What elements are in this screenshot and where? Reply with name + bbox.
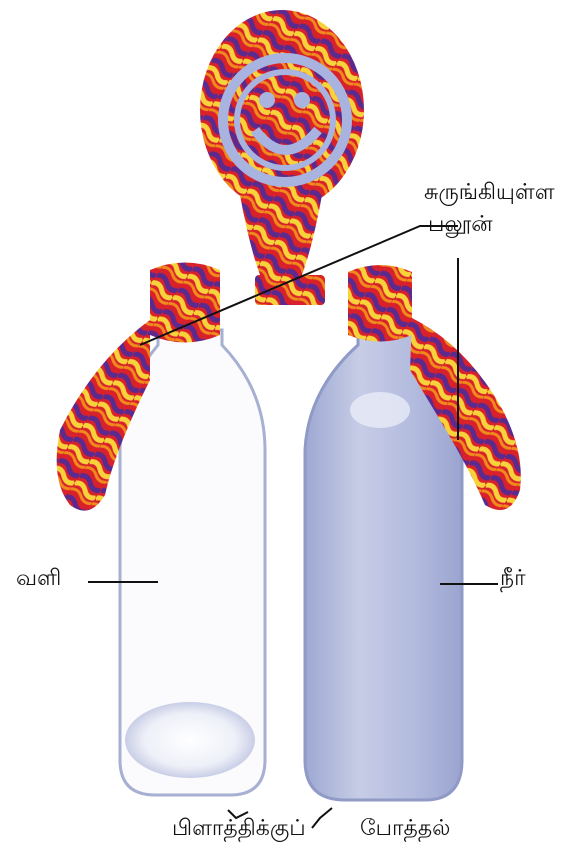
label-water: நீர் [500,568,526,590]
water-bottle [305,265,521,800]
leader-line-bottle [312,808,332,828]
air-bottle [57,263,265,796]
label-shrunk-balloon-line1: சுருங்கியுள்ள [424,182,555,204]
label-bottle: போத்தல் [360,818,450,840]
label-plastic-bottle: பிளாத்திக்குப் [172,818,306,840]
label-air: வளி [16,568,61,590]
label-shrunk-balloon-line2: பலூன் [428,214,493,236]
